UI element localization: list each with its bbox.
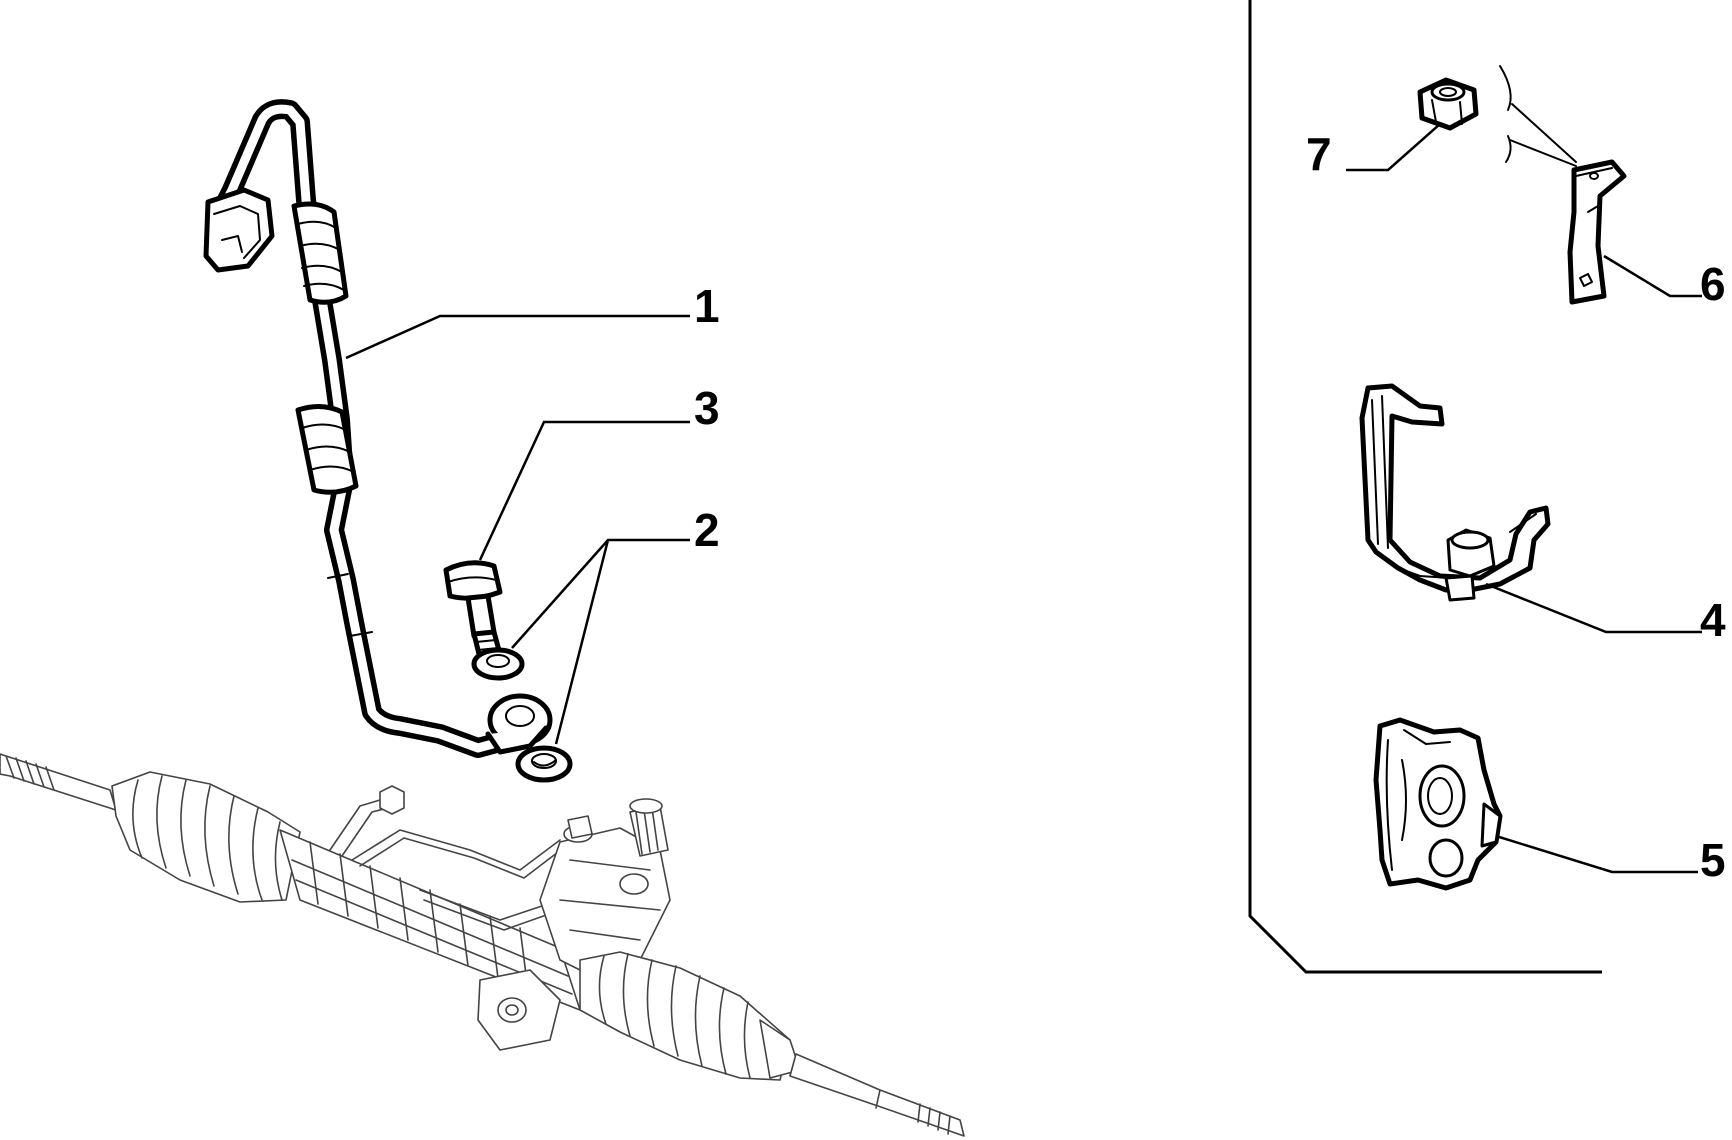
leader-3 bbox=[478, 420, 690, 561]
leader-lines bbox=[345, 123, 1702, 874]
part-5-mounting-bushing bbox=[1373, 717, 1503, 891]
callout-5: 5 bbox=[1700, 834, 1726, 886]
leader-2 bbox=[511, 538, 690, 649]
callout-6: 6 bbox=[1700, 258, 1726, 310]
inset-panel-border bbox=[1248, 0, 1602, 974]
leader-6 bbox=[1603, 254, 1702, 298]
part-4-u-bracket bbox=[1359, 383, 1551, 602]
callout-3: 3 bbox=[694, 382, 720, 434]
part-1-pressure-hose bbox=[203, 99, 553, 758]
callout-4: 4 bbox=[1700, 594, 1726, 646]
leader-4 bbox=[1485, 582, 1702, 634]
callout-7: 7 bbox=[1306, 128, 1332, 180]
part-3-banjo-bolt bbox=[443, 560, 503, 661]
steering-rack-assembly bbox=[0, 753, 965, 1137]
callout-1: 1 bbox=[694, 280, 720, 332]
callout-2: 2 bbox=[694, 504, 720, 556]
part-2-washer-lower bbox=[515, 745, 573, 783]
leader-7 bbox=[1346, 123, 1441, 172]
leader-1 bbox=[345, 314, 690, 360]
leader-5 bbox=[1495, 834, 1698, 874]
callout-labels: 1 3 2 7 6 4 5 bbox=[694, 128, 1726, 886]
part-7-nut bbox=[1417, 77, 1479, 131]
leader-2b bbox=[554, 539, 610, 745]
part-2-washer-upper bbox=[471, 647, 525, 681]
part-6-strap-bracket bbox=[1499, 65, 1627, 305]
